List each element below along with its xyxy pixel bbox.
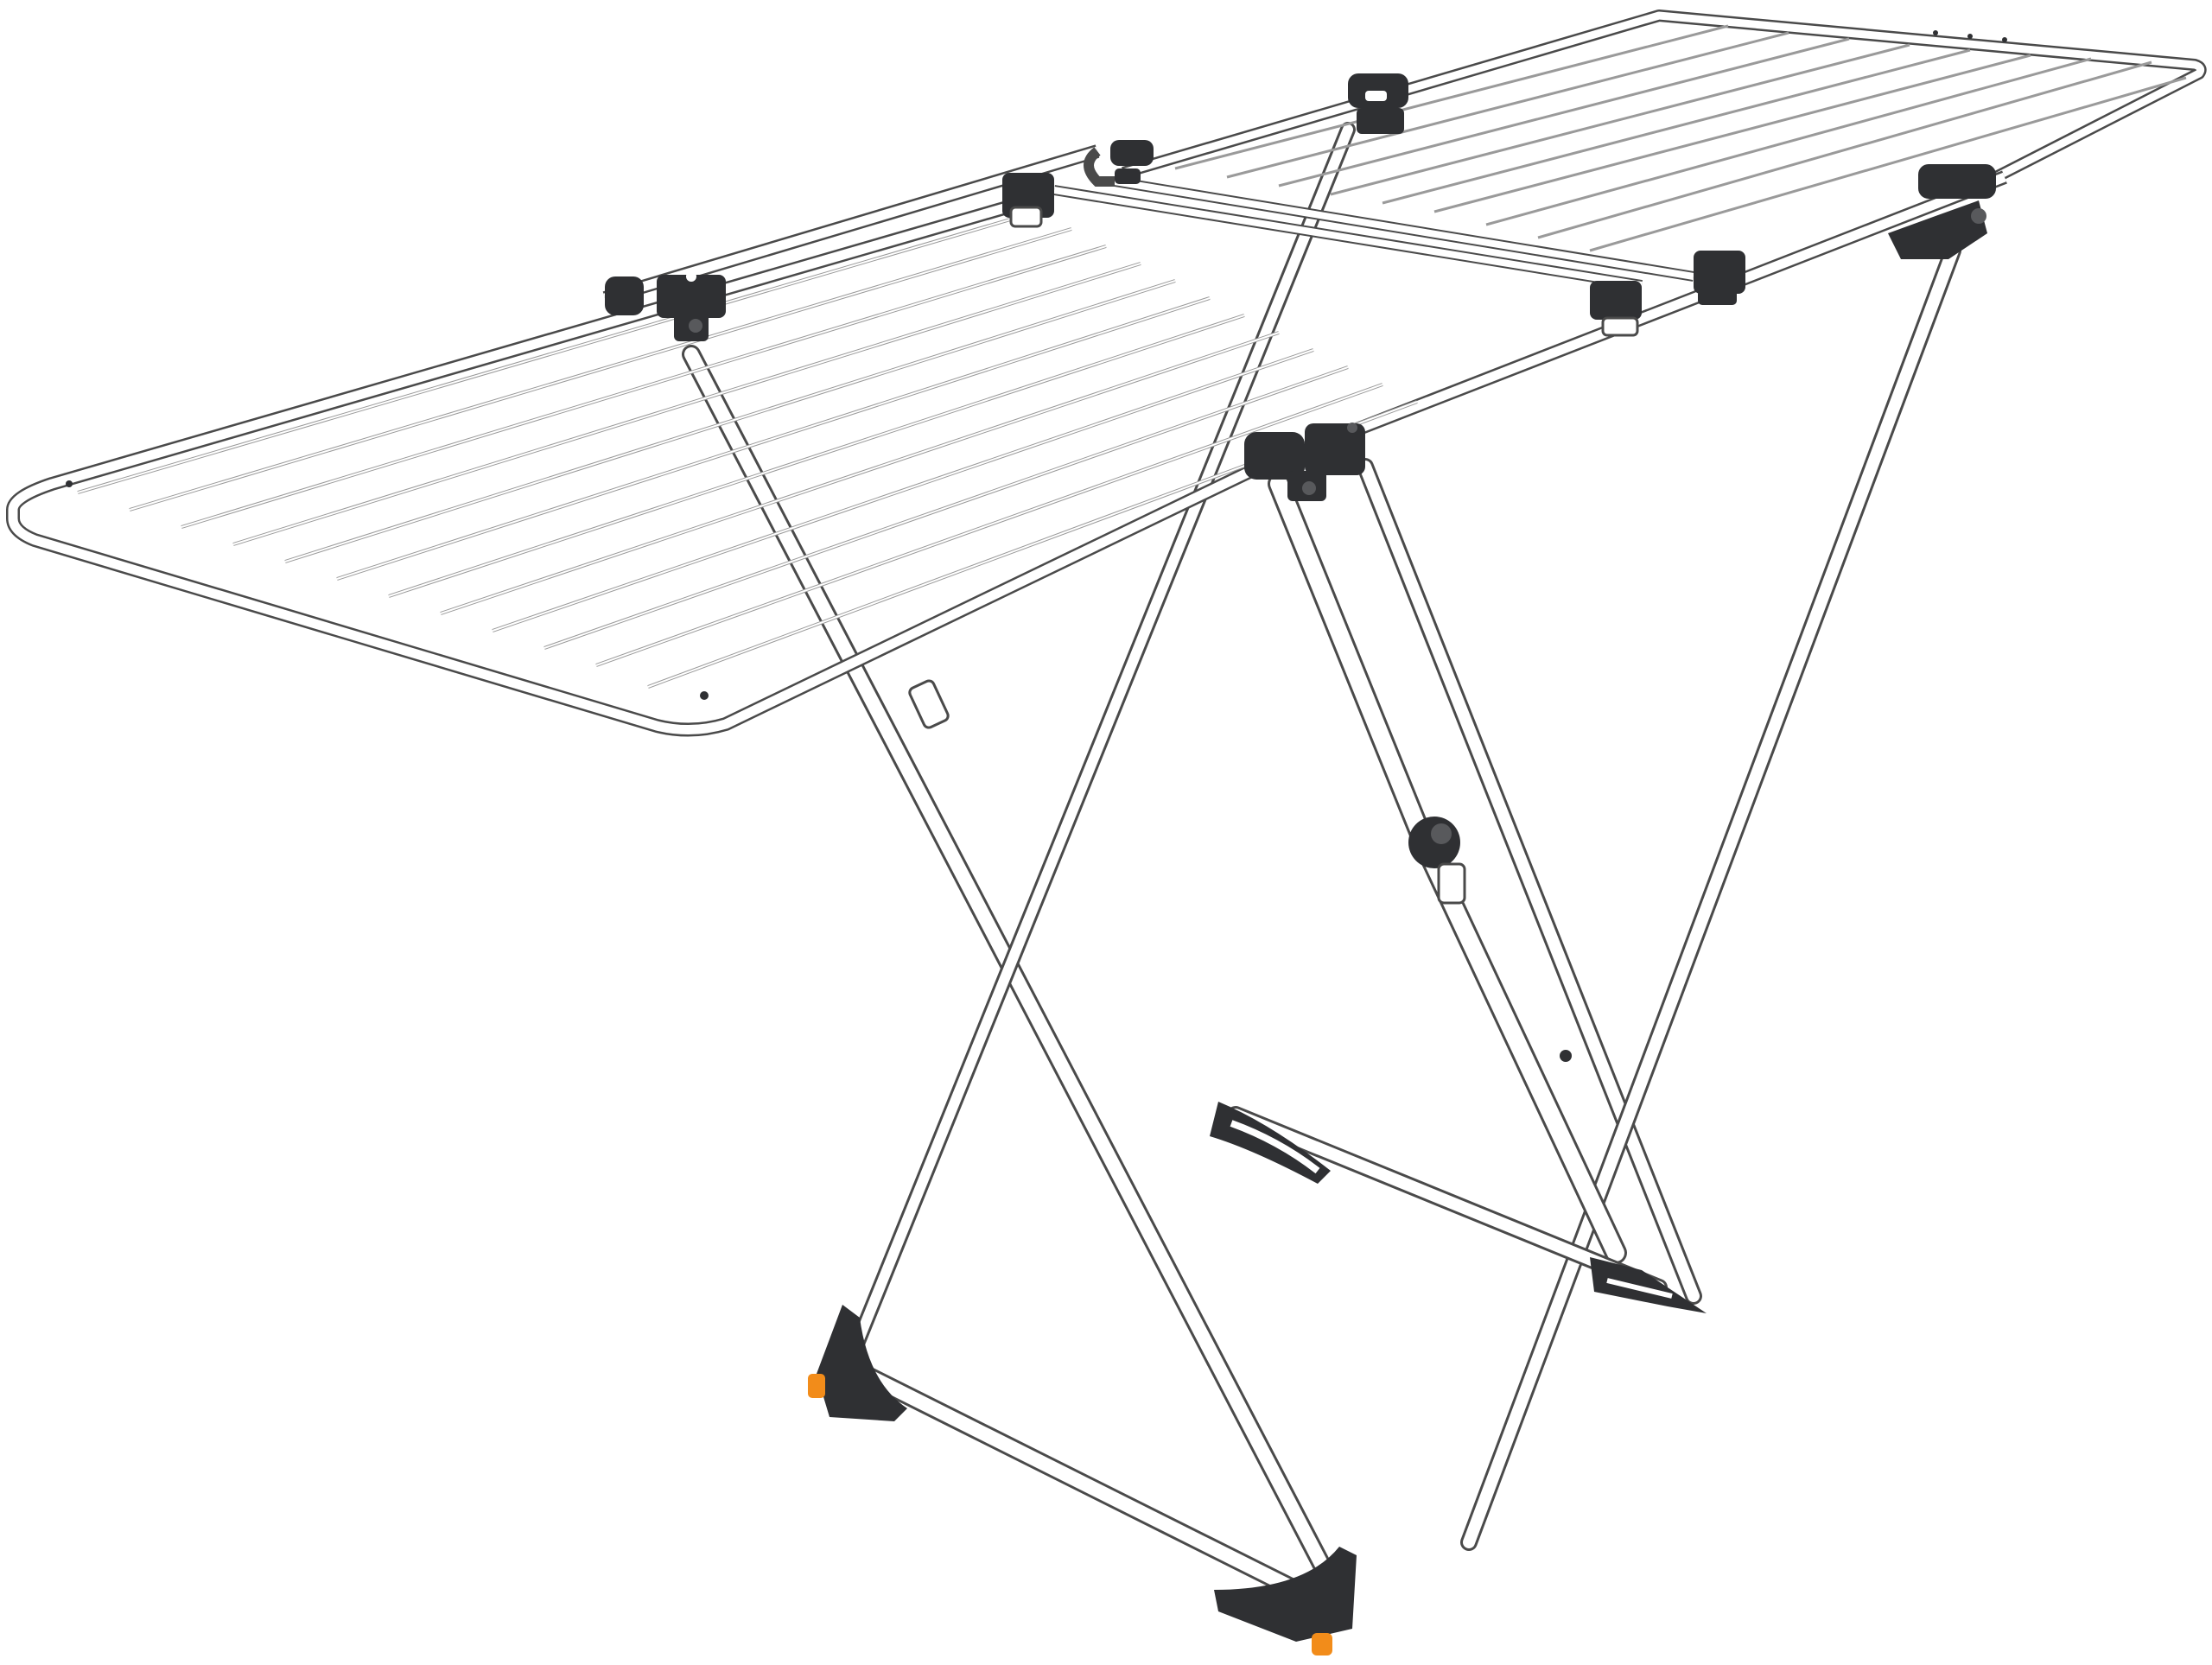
back-foot-cap-left xyxy=(1210,1102,1331,1184)
leg-hinge-left xyxy=(908,679,950,729)
leg-hinge-center xyxy=(1408,817,1466,905)
rack-legs xyxy=(682,122,1961,1655)
hinge-clip-front-left xyxy=(605,271,726,341)
front-foot-cap-right xyxy=(1214,1547,1357,1655)
hinge-clip-top-center xyxy=(1110,140,1154,184)
right-wing-lines xyxy=(1174,24,2187,252)
frame-rivets xyxy=(66,30,2007,700)
hinge-clip-back-center xyxy=(1244,423,1365,501)
front-foot-cap-left xyxy=(808,1305,907,1421)
hinge-clip-front-mid xyxy=(1002,173,1054,228)
rack-top xyxy=(6,10,2207,737)
hinge-clip-top-right xyxy=(1348,73,1408,134)
hinge-clip-back-right xyxy=(1888,164,1996,259)
leg-rivet xyxy=(1560,1050,1572,1062)
back-foot-cap-right xyxy=(1590,1257,1707,1313)
hinge-clip-back-mid-1 xyxy=(1590,281,1642,337)
hinge-clip-back-mid-2 xyxy=(1694,251,1745,305)
